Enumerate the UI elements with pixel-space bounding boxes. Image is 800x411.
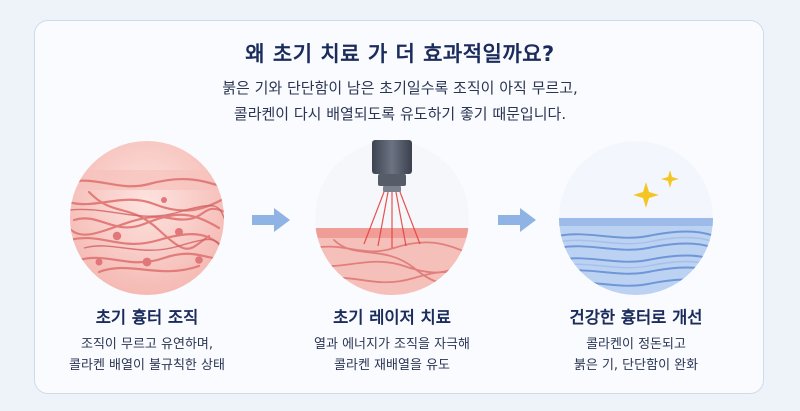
- scar-tissue-illustration: [70, 141, 224, 295]
- laser-device-illustration: [315, 140, 469, 295]
- stage-3-desc-line-2: 붉은 기, 단단함이 완화: [573, 358, 699, 373]
- stage-1-desc-line-1: 조직이 무르고 유연하며,: [81, 337, 213, 352]
- right-arrow-icon: [498, 208, 536, 232]
- stage-2-desc-line-2: 콜라켄 재배열을 유도: [334, 358, 450, 373]
- stage-1-title: 초기 흉터 조직: [95, 308, 199, 327]
- subtitle-line-2: 콜라켄이 다시 배열되도록 유도하기 좋기 때문입니다.: [233, 105, 567, 123]
- page-title: 왜 초기 치료 가 더 효과적일까요?: [245, 42, 555, 66]
- stage-2-title: 초기 레이저 치료: [333, 308, 451, 327]
- healthy-tissue-illustration: [559, 141, 713, 295]
- sparkle-icon: [633, 170, 679, 208]
- subtitle-line-1: 붉은 기와 단단함이 남은 초기일수록 조직이 아직 무르고,: [222, 79, 578, 97]
- stage-2-desc-line-1: 열과 에너지가 조직을 자극해: [314, 337, 470, 352]
- stage-3-title: 건강한 흉터로 개선: [569, 308, 703, 327]
- stage-3-desc-line-1: 콜라켄이 정돈되고: [586, 337, 686, 352]
- stage-1-desc-line-2: 콜라켄 배열이 불규칙한 상태: [69, 358, 225, 373]
- right-arrow-icon: [252, 208, 290, 232]
